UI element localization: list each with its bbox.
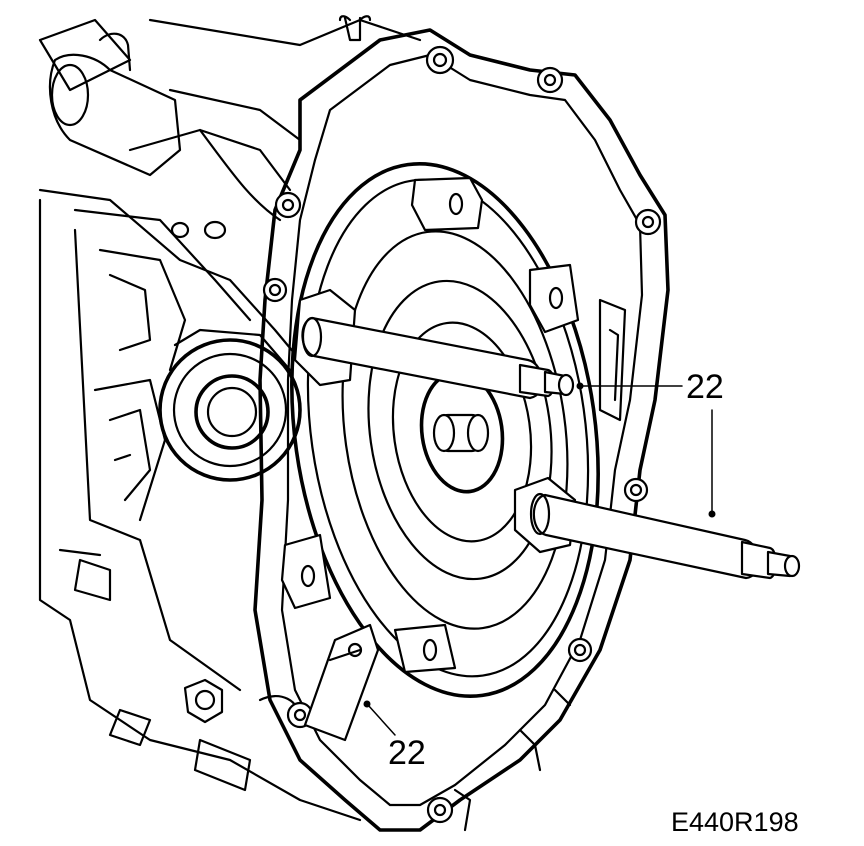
- converter-lug: [280, 533, 332, 610]
- retaining-bracket-tool: [303, 623, 380, 742]
- guide-pin-tool-lower: [513, 476, 801, 580]
- leader-lines: [363, 382, 716, 736]
- converter-lug: [393, 623, 457, 674]
- torque-converter: [280, 161, 600, 699]
- callout-label-lower: 22: [388, 734, 426, 772]
- converter-lug: [528, 263, 580, 334]
- guide-pin-tool-upper: [293, 288, 575, 400]
- figure-reference-code: E440R198: [671, 807, 799, 837]
- converter-lug: [410, 176, 484, 232]
- callout-label-upper: 22: [686, 368, 724, 406]
- gearbox-housing: [38, 15, 422, 822]
- bell-housing-flange: [253, 28, 670, 832]
